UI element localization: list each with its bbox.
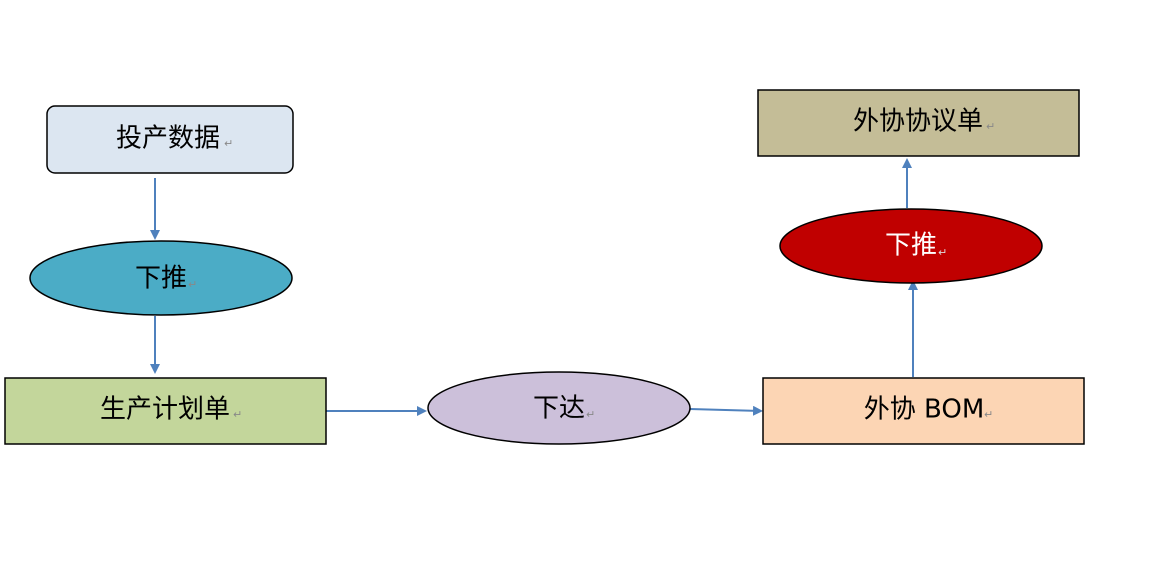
- node-push-down-2[interactable]: 下推 ↵: [779, 208, 1043, 284]
- node-outsource-bom-label: 外协 BOM: [864, 395, 985, 425]
- node-production-plan-label: 生产计划单: [100, 395, 230, 425]
- paragraph-mark: ↵: [938, 246, 947, 259]
- paragraph-mark: ↵: [586, 408, 595, 421]
- node-push-down-1-label: 下推: [135, 264, 187, 294]
- node-production-plan-shape: [4, 377, 327, 445]
- paragraph-mark: ↵: [986, 120, 995, 133]
- paragraph-mark: ↵: [188, 278, 197, 291]
- node-push-down-1-shape: [29, 240, 293, 316]
- node-issue-label: 下达: [533, 394, 585, 424]
- node-production-data[interactable]: 投产数据 ↵: [46, 105, 294, 174]
- node-push-down-2-shape: [779, 208, 1043, 284]
- node-outsource-agreement-label: 外协协议单: [853, 107, 983, 137]
- node-issue[interactable]: 下达 ↵: [427, 371, 691, 445]
- node-issue-shape: [427, 371, 691, 445]
- node-production-data-shape: [46, 105, 294, 174]
- node-push-down-1[interactable]: 下推 ↵: [29, 240, 293, 316]
- node-outsource-bom-shape: [762, 377, 1085, 445]
- node-outsource-bom[interactable]: 外协 BOM ↵: [762, 377, 1085, 445]
- edges: [150, 158, 918, 416]
- paragraph-mark: ↵: [984, 408, 993, 421]
- node-push-down-2-label: 下推: [885, 231, 937, 261]
- node-production-plan[interactable]: 生产计划单 ↵: [4, 377, 327, 445]
- node-outsource-agreement-shape: [757, 89, 1080, 157]
- paragraph-mark: ↵: [224, 137, 233, 150]
- node-production-data-label: 投产数据: [116, 124, 220, 154]
- edge-issue-to-outsource-bom: [689, 405, 763, 416]
- paragraph-mark: ↵: [233, 408, 242, 421]
- node-outsource-agreement[interactable]: 外协协议单 ↵: [757, 89, 1080, 157]
